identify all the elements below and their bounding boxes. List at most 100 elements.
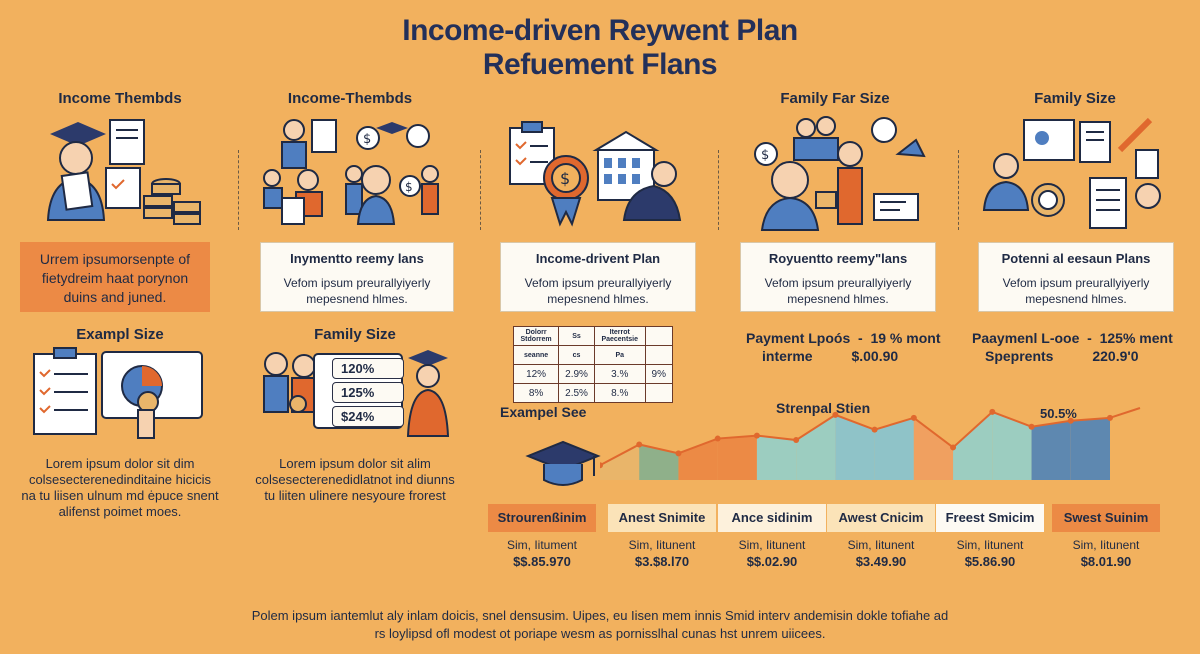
table-cell: 3.%	[593, 364, 646, 384]
svg-text:$: $	[363, 132, 371, 147]
trend-point	[832, 411, 839, 418]
table-header	[644, 326, 674, 346]
plan-value: $$.85.970	[513, 554, 571, 569]
plan-name-pill: Swest Suinim	[1052, 504, 1160, 532]
example-size-text: Lorem ipsum dolor sit dim colsesecterene…	[21, 456, 219, 519]
plan-name-pill: Freest Smicim	[936, 504, 1044, 532]
divider	[238, 150, 239, 230]
trend-point	[989, 408, 996, 415]
area-segment	[835, 414, 875, 480]
table-cell: 2.5%	[558, 383, 595, 403]
family-size-heading: Family Size	[314, 326, 396, 343]
plan-value: $5.86.90	[964, 554, 1016, 569]
payment-stat-1-value: interme $.00.90	[762, 348, 899, 364]
trend-point	[714, 435, 721, 442]
table-cell: cs	[558, 345, 595, 365]
table-cell: 9%	[644, 364, 674, 384]
column-1-callout: Urrem ipsumorsenpte of fietydreim haat p…	[20, 242, 210, 312]
trend-point	[793, 437, 800, 444]
trend-point	[753, 432, 760, 439]
card-title: Royuentto reemy"lans	[768, 251, 908, 266]
trend-point	[600, 462, 603, 469]
column-2-heading: Income-Thembds	[287, 90, 413, 107]
card-title: Income-drivent Plan	[535, 251, 661, 266]
plan-value: $$.02.90	[746, 554, 798, 569]
plan-label: Sim, Iitunent	[738, 538, 806, 552]
table-cell: 12%	[512, 364, 560, 384]
area-segment	[756, 435, 797, 480]
area-segment	[717, 435, 757, 480]
area-segment	[1070, 417, 1110, 480]
plan-value: $3.$8.l70	[634, 554, 690, 569]
table-cell: 8.%	[593, 383, 646, 403]
trend-point	[950, 444, 957, 451]
rate-table: Dolorr Stdorrem Ss Iterrot Paecentsie se…	[512, 326, 674, 403]
payment-stat-1: Payment Lpoós - 19 % mont	[746, 330, 941, 346]
table-cell: Pa	[593, 345, 646, 365]
footer-line-1: Polem ipsum iantemlut aly inlam doicis, …	[251, 608, 949, 623]
area-segment	[796, 414, 836, 480]
plan-name-pill: Anest Snimite	[608, 504, 716, 532]
card-text: Vefom ipsum preurallyiyerly mepesnend hl…	[764, 276, 912, 306]
trend-point	[871, 426, 878, 433]
table-cell: 2.9%	[558, 364, 595, 384]
card-title: Potenni al eesaun Plans	[1001, 251, 1151, 266]
trend-point	[636, 441, 643, 448]
svg-text:$: $	[560, 169, 570, 188]
divider	[958, 150, 959, 230]
area-segment	[678, 438, 718, 480]
column-4-heading: Family Far Size	[780, 90, 890, 107]
plan-label: Sim, Iitunent	[1072, 538, 1140, 552]
chart-center-label: Strenpal Stien	[776, 400, 871, 416]
column-5-card: Potenni al eesaun Plans Vefom ipsum preu…	[978, 242, 1174, 312]
trend-arrow	[1109, 407, 1141, 419]
table-cell: seanne	[512, 345, 560, 365]
card-title: Inymentto reemy lans	[290, 251, 424, 266]
trend-point	[910, 414, 917, 421]
column-2-card: Inymentto reemy lans Vefom ipsum preural…	[260, 242, 454, 312]
svg-text:$: $	[405, 180, 413, 194]
graduate-documents-icon	[30, 112, 210, 232]
column-4-card: Royuentto reemy"lans Vefom ipsum preural…	[740, 242, 936, 312]
percent-chip-1: 120%	[332, 358, 404, 379]
plan-name-pill: Strourenßinim	[488, 504, 596, 532]
document-review-icon	[30, 346, 210, 442]
presentation-icon	[980, 114, 1170, 234]
column-3-card: Income-drivent Plan Vefom ipsum preurall…	[500, 242, 696, 312]
column-1-heading: Income Thembds	[58, 90, 182, 107]
area-segment	[639, 444, 679, 480]
column-5-heading: Family Size	[1034, 90, 1116, 107]
plan-label: Sim, Iitunent	[628, 538, 696, 552]
plan-label: Sim, Iitunent	[847, 538, 915, 552]
percent-chip-3: $24%	[332, 406, 404, 427]
chart-peak-label: 50.5%	[1040, 406, 1077, 421]
card-text: Vefom ipsum preurallyiyerly mepesnend hl…	[283, 276, 431, 306]
table-header: Dolorr Stdorrem	[512, 326, 560, 346]
page-title: Income-driven Reywent Plan	[402, 14, 798, 47]
trend-line	[600, 410, 1111, 467]
trend-point	[675, 450, 682, 457]
table-cell	[644, 383, 674, 403]
area-segment	[953, 411, 993, 480]
footer-line-2: rs loylipsd ofl modest ot poriape wesm a…	[374, 626, 826, 641]
page-subtitle: Refuement Flans	[482, 48, 718, 81]
plan-documents-icon: $	[504, 116, 694, 234]
plan-value: $3.49.90	[855, 554, 907, 569]
family-people-icon: $	[746, 114, 936, 234]
table-cell: 8%	[512, 383, 560, 403]
family-size-text: Lorem ipsum dolor sit alim colsesecteren…	[255, 456, 455, 503]
trend-point	[1067, 417, 1074, 424]
plan-name-pill: Awest Cnicim	[827, 504, 935, 532]
area-segment	[913, 417, 954, 480]
payment-stat-2: Paaymenl L-ooe - 125% ment	[972, 330, 1173, 346]
area-segment	[1031, 420, 1071, 480]
plan-label: Sim, Iitunent	[956, 538, 1024, 552]
card-text: Vefom ipsum preurallyiyerly mepesnend hl…	[524, 276, 672, 306]
plan-value: $8.01.90	[1080, 554, 1132, 569]
trend-point	[1028, 423, 1035, 430]
example-size-heading: Exampl Size	[76, 326, 164, 343]
graduation-cap-icon	[524, 436, 602, 492]
table-header: Ss	[558, 326, 595, 346]
area-segment	[874, 417, 914, 480]
area-segment	[992, 411, 1032, 480]
